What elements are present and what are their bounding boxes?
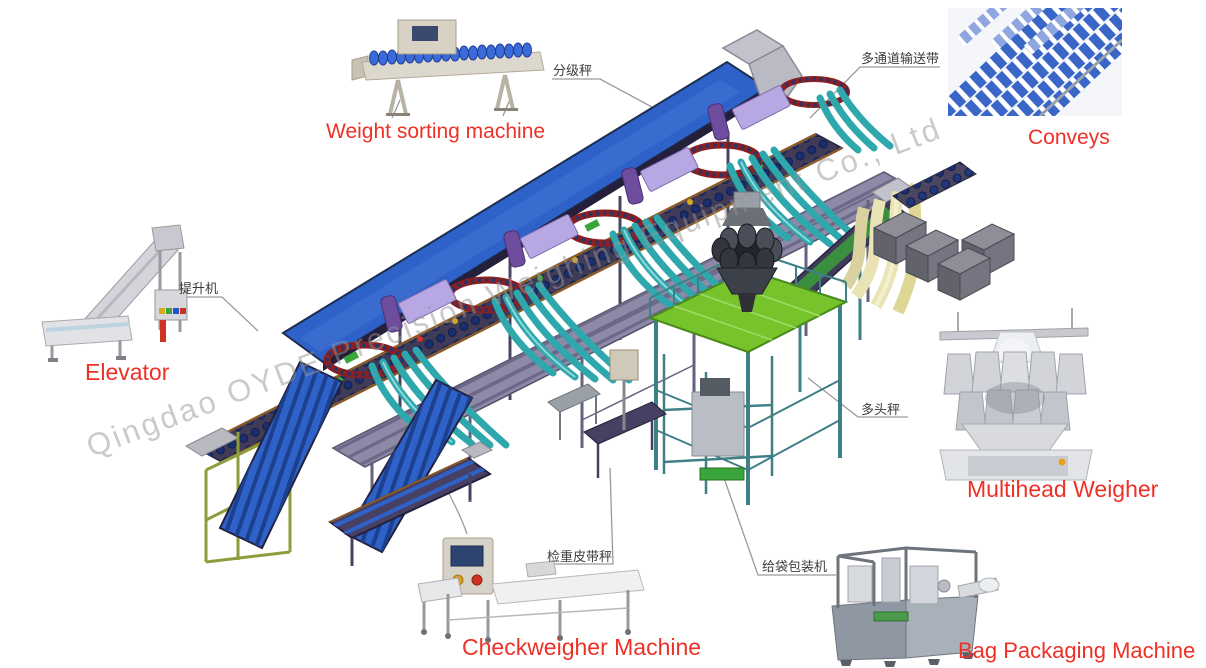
- bag-packaging-photo: [831, 546, 1000, 667]
- grader-stations: [380, 85, 791, 333]
- elevator-incline-3d: [204, 360, 494, 566]
- weight-sorting-photo: [351, 19, 545, 116]
- multihead-weigher-photo: [939, 308, 1093, 481]
- zh-label-bag-packer: 给袋包装机: [762, 560, 828, 575]
- label-checkweigher-machine: Checkweigher Machine: [462, 634, 702, 660]
- zh-label-multihead-weigher: 多头秤: [861, 403, 901, 418]
- zh-label-checkweigher-belt: 检重皮带秤: [547, 550, 613, 565]
- checkweigher-photo: [417, 537, 645, 643]
- label-conveys: Conveys: [1028, 126, 1110, 149]
- zh-label-multichannel-conveyor: 多通道输送带: [861, 52, 940, 67]
- collection-bins: [872, 211, 1016, 301]
- label-multihead-weigher: Multihead Weigher: [967, 476, 1159, 502]
- multihead-weigher-3d: [711, 191, 783, 312]
- checkweigher-3d: [547, 349, 667, 478]
- weigher-buckets: [943, 351, 1087, 431]
- label-weight-sorting-machine: Weight sorting machine: [326, 120, 546, 143]
- zh-label-elevator: 提升机: [179, 282, 219, 297]
- zh-label-grading-scale: 分级秤: [553, 64, 593, 79]
- bagger-3d: [662, 354, 774, 494]
- label-elevator: Elevator: [85, 359, 170, 385]
- elevator-photo: [41, 224, 188, 362]
- label-bag-packaging-machine: Bag Packaging Machine: [958, 638, 1196, 663]
- conveys-photo: [948, 8, 1122, 116]
- multihead-platform-3d: [547, 191, 849, 505]
